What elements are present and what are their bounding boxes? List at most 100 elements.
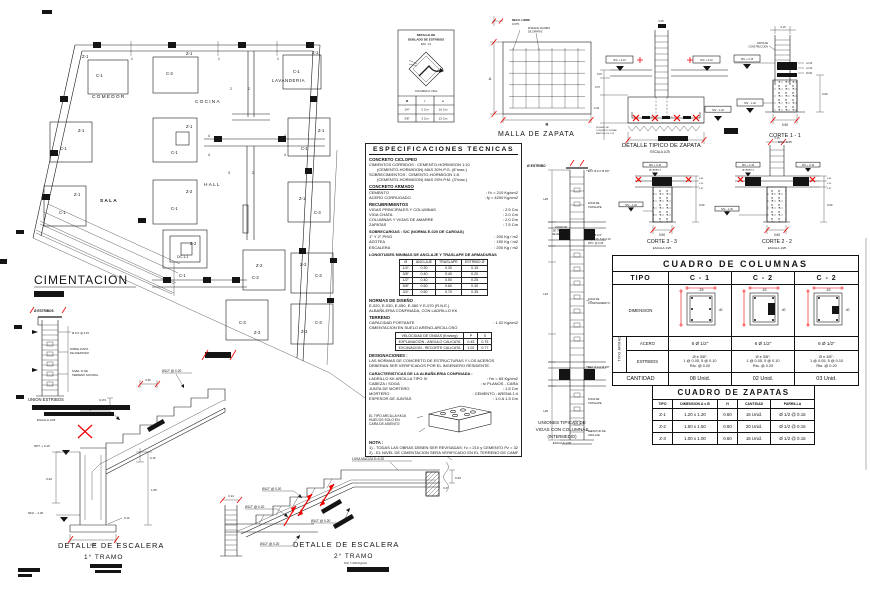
spec-line: CEMENTO: f'c = 210 Kg/cm2: [369, 189, 518, 195]
zapatas-header: PARRILLA: [769, 399, 816, 409]
zapata-title: DETALLE TIPICO DE ZAPATA: [622, 143, 701, 149]
terreno-row: EXCAVACION - RECORTE CALICATA 1.02 0.77: [394, 344, 493, 352]
brick-note-line: CARA DE ASIENTO: [369, 422, 400, 427]
annotation-label: COLUMNA O VIGA: [415, 89, 438, 93]
terreno-cell: EXCAVACION - RECORTE CALICATA: [394, 344, 465, 352]
room-cocina: COCINA: [195, 99, 221, 105]
acero-c1: 6 Ø 1/2": [668, 336, 732, 351]
annotation-label: 0.15: [827, 183, 832, 185]
annotation-label: C-1: [179, 273, 186, 278]
annotation-label: C-3: [315, 273, 322, 278]
union-estribos-title: UNION ESTRIBOS: [28, 397, 64, 402]
annotation-label: +0.15: [806, 62, 813, 65]
spec-line: ESPESOR DE JUNTAS: 1.0 A 1.5 Cm: [369, 396, 518, 401]
col-header-c3: C - 2: [793, 271, 860, 285]
zapata-row-cell: 1.00 x 1.00: [672, 432, 718, 445]
sheet-marks: [14, 10, 867, 577]
annotation-label: 0.25: [658, 19, 664, 23]
annotation-label: C-2: [252, 275, 259, 280]
annotation-label: RTO. @ 0.25: [588, 241, 604, 245]
annotation-label: 2: [230, 87, 232, 91]
room-sala: SALA: [100, 198, 118, 204]
anclaje-table: Ø ANCLAJE TRASLAPE ESTRIBO Ø 1/4" 0.30 0…: [398, 258, 489, 296]
anclaje-cell: 0.35: [460, 288, 489, 296]
spec-line: SOBRECIMIENTOS : CEMENTO-HORMIGON 1:8: [369, 172, 459, 178]
annotation-label: CONSTRUCCION: [748, 46, 768, 49]
room-hall: HALL: [204, 182, 221, 188]
zapata-row-cell: 1.20 x 1.20: [672, 408, 718, 421]
annotation-label: CONFINAMIENTO: [588, 301, 610, 305]
room-comedor: COMEDOR: [92, 94, 125, 100]
annotation-label: NIV. + 0.10: [700, 59, 713, 62]
annotation-label: H/6: [543, 409, 548, 413]
annotation-label: Ø1/2" @ 0.20: [311, 519, 330, 523]
zapata-row-cell: Ø 1/2 @ 0.15: [769, 432, 816, 445]
annotation-label: 0.172: [99, 398, 106, 402]
annotation-label: 4: [208, 153, 210, 157]
annotation-label: DE ZAPATAS: [528, 30, 543, 33]
spec-line: SOBRECARGAS : S/C (NORMA E-020 DE CARGAS…: [369, 229, 464, 235]
annotation-label: Z-3: [254, 330, 261, 335]
cantidad-label: CANTIDAD: [612, 372, 669, 386]
spec-line: ZAPATAS: 7.5 Cm: [369, 222, 518, 228]
annotation-label: Z-2: [186, 189, 193, 194]
annotation-label: ESCALA 1/25: [768, 246, 787, 250]
annotation-label: 0.15: [780, 25, 786, 29]
annotation-label: JUNTA DE: [757, 42, 769, 45]
spec-line: NOTA :: [369, 440, 384, 446]
terreno-table: VELOCIDAD DE ONDAS (Km/seg) P S EXPLANAC…: [394, 332, 493, 352]
annotation-label: DE ASENTADO: [70, 351, 89, 355]
annotation-label: 1/4": [404, 108, 409, 112]
annotation-label: Ø ESTRIBOS: [34, 309, 54, 313]
annotation-label: Ø1/2" @ 0.20: [80, 407, 99, 411]
annotation-label: 0.15: [699, 183, 704, 185]
corte11-title: CORTE 1 - 1: [769, 133, 801, 139]
spec-line: DEBERAN SER VERIFICADOS POR EL INGENIERO…: [369, 363, 491, 369]
zapata-row-cell: 16 Unid.: [737, 408, 771, 421]
column-section-c1: .25.40: [668, 284, 732, 337]
annotation-label: 0.60: [774, 233, 780, 237]
annotation-label: 13 Cm: [439, 117, 448, 121]
spec-line: COLUMNAS Y VIGAS DE AMARRE: 2.0 Cm: [369, 217, 518, 223]
annotation-label: 3: [228, 171, 230, 175]
annotation-label: 4: [284, 153, 286, 157]
annotation-label: 1: [131, 57, 133, 61]
annotation-label: Z-1: [74, 192, 81, 197]
annotation-label: C-1: [171, 150, 178, 155]
cuadro-columnas-title: CUADRO DE COLUMNAS: [611, 255, 860, 272]
zapata-row-cell: Ø 1/2 @ 0.15: [769, 408, 816, 421]
annotation-label: 0.50: [782, 123, 788, 127]
annotation-label: C-1: [60, 146, 67, 151]
annotation-label: 0.44: [594, 106, 600, 110]
specs-title: ESPECIFICACIONES TECNICAS: [369, 146, 518, 155]
annotation-label: 1° TRAMO: [84, 553, 123, 561]
zapata-row-cell: Ø 1/2 @ 0.15: [769, 420, 816, 433]
corte-3-3: NIV. + 0.10(ACABADO)NIV. - 1.200.050.150…: [618, 161, 705, 250]
annotation-label: V-P: [443, 486, 448, 490]
annotation-label: DE ARMADURA: [552, 233, 570, 236]
column-section-c2: .15.40: [731, 284, 795, 337]
annotation-label: 0.07: [699, 188, 704, 190]
zapata-row-cell: 0.60: [717, 420, 738, 433]
spec-line: ALBAÑILERIA CONFINADA, CON LADRILLO KK: [369, 307, 458, 313]
spec-line: 1° Y 2° PISO: 200 Kg / m2: [369, 234, 518, 240]
annotation-label: ESCALA 1/25: [37, 418, 56, 422]
spec-line: TERRENO: [369, 314, 391, 320]
spec-line: ACERO CORRUGADO: fy = 4200 Kg/cm2: [369, 194, 518, 200]
annotation-label: TERRENO NATURAL: [72, 373, 99, 377]
annotation-label: DOBLE JUNTA: [70, 347, 89, 351]
spec-line: CIMENTACION EN SUELO ARENO-ARCILLOSO: [369, 325, 458, 331]
annotation-label: Z-3: [300, 262, 307, 267]
annotation-label: Ø: [406, 99, 409, 103]
